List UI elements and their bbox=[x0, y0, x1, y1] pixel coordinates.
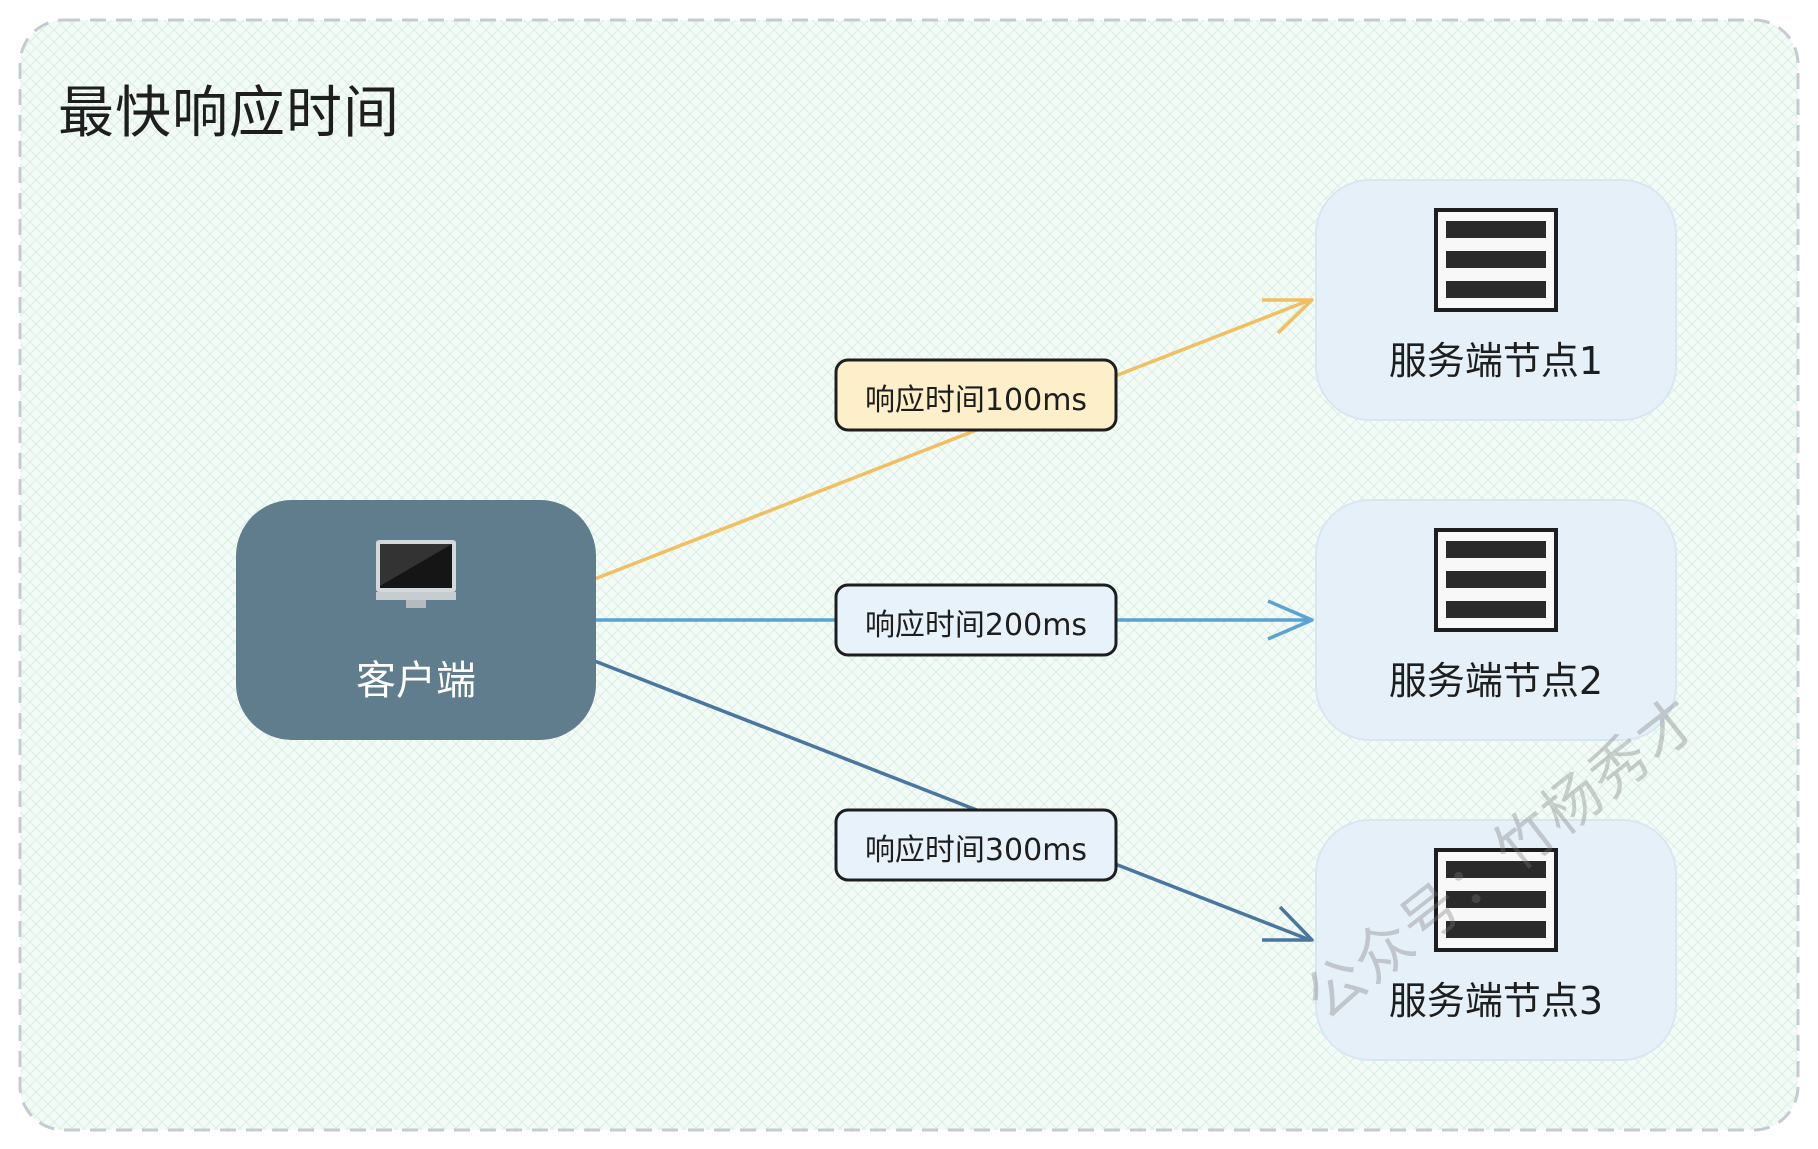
edge-line-3 bbox=[591, 658, 1311, 942]
edge-line-1 bbox=[591, 298, 1311, 582]
server-icon bbox=[1434, 528, 1558, 632]
server-icon bbox=[1434, 848, 1558, 952]
server-icon bbox=[1434, 208, 1558, 312]
edge-label-1: 响应时间100ms bbox=[864, 383, 1088, 418]
edge-label-3: 响应时间300ms bbox=[864, 833, 1088, 868]
server-label-1: 服务端节点1 bbox=[1388, 339, 1604, 383]
server-label-2: 服务端节点2 bbox=[1388, 659, 1604, 703]
monitor-icon bbox=[376, 540, 456, 608]
arrowhead-2 bbox=[1267, 599, 1314, 641]
diagram-title: 最快响应时间 bbox=[58, 81, 400, 146]
edge-label-box-3 bbox=[834, 808, 1118, 882]
edge-label-box-1 bbox=[834, 358, 1118, 432]
frame-border bbox=[18, 18, 1800, 1132]
client-node bbox=[236, 500, 596, 740]
client-label: 客户端 bbox=[356, 658, 476, 704]
server-label-3: 服务端节点3 bbox=[1388, 979, 1604, 1023]
arrowhead-3 bbox=[1262, 905, 1314, 942]
arrowhead-1 bbox=[1262, 298, 1314, 335]
edge-label-box-2 bbox=[834, 583, 1118, 657]
edge-label-2: 响应时间200ms bbox=[864, 608, 1088, 643]
